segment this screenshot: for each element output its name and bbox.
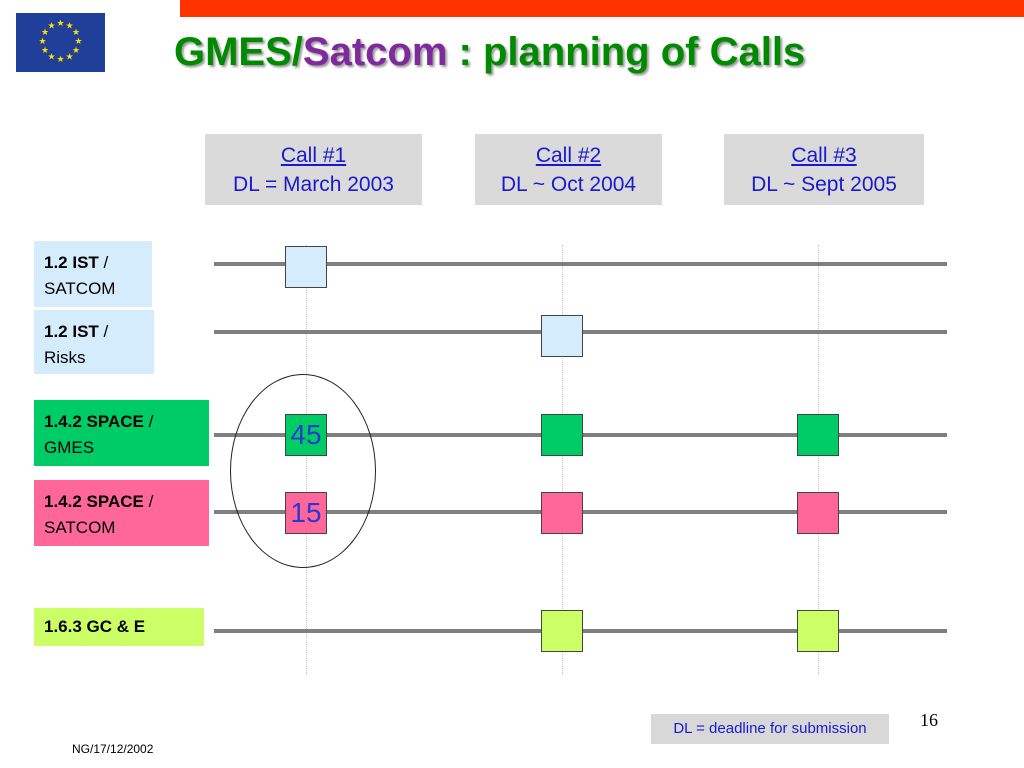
call-1-box: Call #1 DL = March 2003 [205, 134, 422, 205]
row-label-gce: 1.6.3 GC & E [34, 608, 204, 646]
call-1-deadline: DL = March 2003 [233, 173, 394, 196]
row-label-bold: 1.4.2 SPACE [44, 492, 144, 511]
marker-space-satcom-call2 [541, 492, 583, 534]
top-accent-bar [180, 0, 1024, 17]
footer-date: NG/17/12/2002 [72, 742, 154, 756]
call-2-deadline: DL ~ Oct 2004 [500, 173, 637, 196]
legend-box: DL = deadline for submission [651, 714, 889, 744]
svg-text:★: ★ [74, 37, 82, 47]
title-gmes: GMES/ [174, 30, 303, 74]
row-label-sep: / [143, 412, 154, 431]
title-rest: : planning of Calls [447, 30, 806, 74]
row-label-rest: SATCOM [44, 518, 116, 537]
row-label-space-satcom: 1.4.2 SPACE / SATCOM [34, 480, 209, 546]
marker-space-gmes-call2 [541, 414, 583, 456]
row-label-bold: 1.6.3 GC & E [44, 617, 146, 636]
row-label-rest: Risks [44, 348, 86, 367]
call-2-box: Call #2 DL ~ Oct 2004 [475, 134, 662, 205]
call-3-deadline: DL ~ Sept 2005 [751, 173, 897, 196]
highlight-ellipse [230, 374, 376, 568]
marker-gce-call3 [797, 610, 839, 652]
row-label-bold: 1.2 IST [44, 253, 99, 272]
row-label-rest: GMES [44, 438, 95, 457]
svg-text:★: ★ [47, 53, 55, 63]
svg-text:★: ★ [38, 37, 46, 47]
svg-text:★: ★ [72, 28, 80, 38]
page-title: GMES/Satcom : planning of Calls [174, 30, 805, 75]
row-label-sep: / [143, 492, 154, 511]
eu-flag-icon: ★ ★ ★ ★ ★ ★ ★ ★ ★ ★ ★ ★ [16, 13, 105, 72]
page-number: 16 [920, 710, 938, 730]
call-2-link[interactable]: Call #2 [535, 144, 602, 167]
timeline-rail-ist-satcom [214, 262, 947, 266]
marker-space-gmes-call3 [797, 414, 839, 456]
row-label-rest: SATCOM [44, 279, 116, 298]
marker-ist-satcom-call1 [285, 246, 327, 288]
row-label-ist-risks: 1.2 IST / Risks [34, 310, 154, 374]
eu-flag-stars: ★ ★ ★ ★ ★ ★ ★ ★ ★ ★ ★ ★ [38, 19, 82, 65]
call-3-box: Call #3 DL ~ Sept 2005 [724, 134, 924, 205]
row-label-bold: 1.2 IST [44, 322, 99, 341]
marker-space-satcom-call3 [797, 492, 839, 534]
svg-text:★: ★ [65, 22, 73, 32]
call-3-link[interactable]: Call #3 [791, 144, 857, 167]
call-1-link[interactable]: Call #1 [280, 144, 347, 167]
row-label-space-gmes: 1.4.2 SPACE / GMES [34, 400, 209, 466]
row-label-bold: 1.4.2 SPACE [44, 412, 144, 431]
call-2-guide-line [562, 245, 563, 675]
svg-text:★: ★ [72, 46, 80, 56]
title-satcom: Satcom [302, 30, 448, 74]
row-label-sep: / [98, 322, 109, 341]
marker-ist-risks-call2 [541, 315, 583, 357]
row-label-sep: / [98, 253, 109, 272]
svg-text:★: ★ [47, 22, 55, 32]
svg-text:★: ★ [41, 46, 49, 56]
svg-text:★: ★ [56, 19, 64, 29]
call-3-guide-line [818, 245, 819, 675]
row-label-ist-satcom: 1.2 IST / SATCOM [34, 241, 152, 307]
marker-gce-call2 [541, 610, 583, 652]
svg-text:★: ★ [65, 53, 73, 63]
svg-text:★: ★ [56, 55, 64, 65]
svg-text:★: ★ [41, 28, 49, 38]
